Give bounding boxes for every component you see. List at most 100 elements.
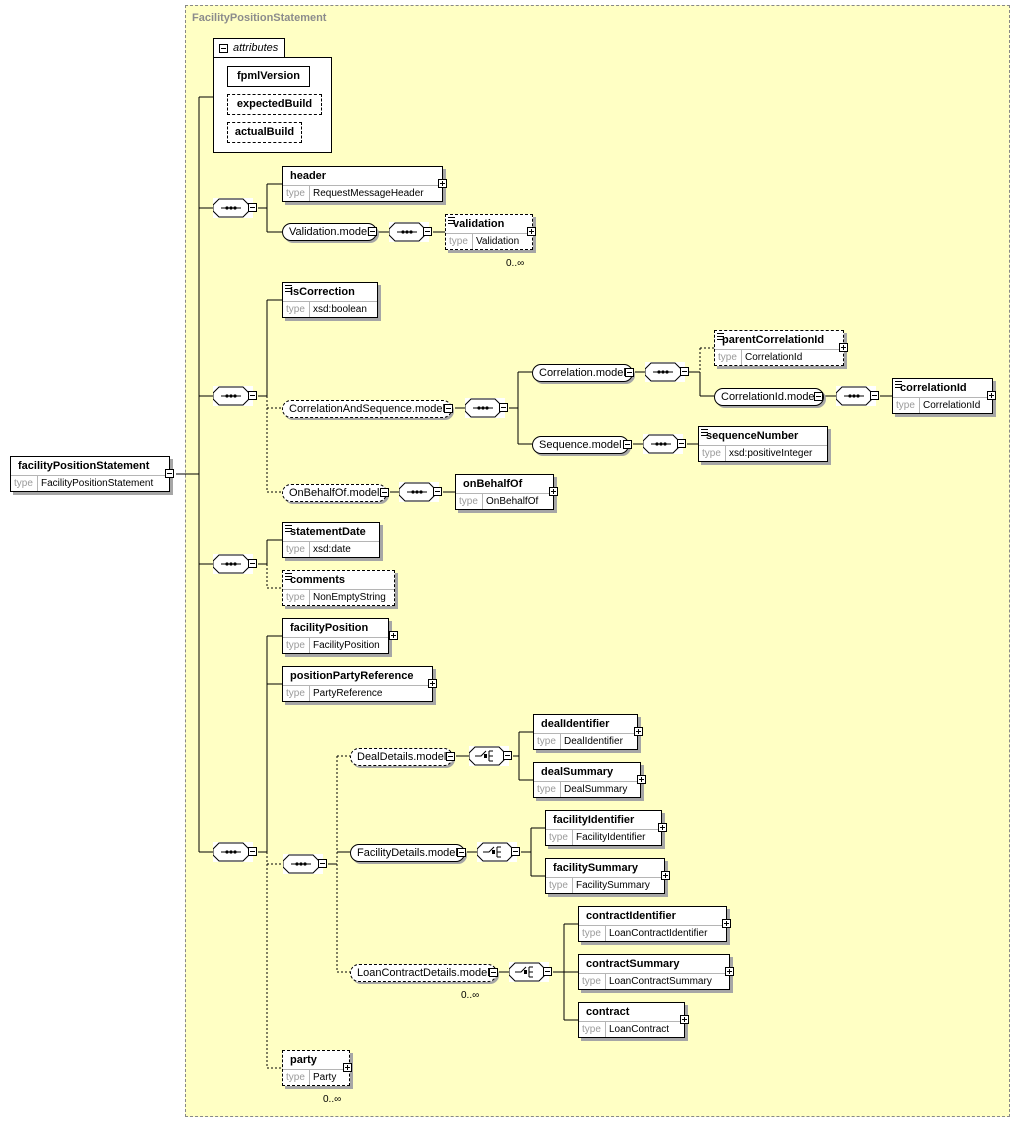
group-loancontractdetails-model[interactable]: LoanContractDetails.model <box>350 964 497 982</box>
choice-icon[interactable] <box>477 842 517 862</box>
expand-icon[interactable] <box>634 727 643 736</box>
expand-icon[interactable] <box>680 1015 689 1024</box>
documentation-icon <box>285 525 292 532</box>
collapse-icon[interactable] <box>446 752 455 761</box>
collapse-icon[interactable] <box>433 487 442 496</box>
attribute-actualbuild[interactable]: actualBuild <box>227 122 302 143</box>
group-sequence-model[interactable]: Sequence.model <box>532 436 629 454</box>
choice-icon[interactable] <box>469 746 509 766</box>
container-title: FacilityPositionStatement <box>192 12 327 24</box>
collapse-icon[interactable] <box>165 469 174 478</box>
documentation-icon <box>701 429 708 436</box>
documentation-icon <box>717 333 724 340</box>
collapse-icon[interactable] <box>457 848 466 857</box>
expand-icon[interactable] <box>658 823 667 832</box>
expand-icon[interactable] <box>527 227 536 236</box>
sequence-compositor[interactable] <box>389 222 429 242</box>
sequence-compositor[interactable] <box>213 386 253 406</box>
attribute-expectedbuild[interactable]: expectedBuild <box>227 94 322 115</box>
collapse-icon[interactable] <box>248 847 257 856</box>
expand-icon[interactable] <box>549 487 558 496</box>
collapse-icon[interactable] <box>423 227 432 236</box>
sequence-compositor[interactable] <box>213 198 253 218</box>
expand-icon[interactable] <box>661 871 670 880</box>
root-element-name: facilityPositionStatement <box>18 460 150 472</box>
collapse-icon[interactable] <box>368 227 377 236</box>
expand-icon[interactable] <box>839 343 848 352</box>
expand-icon[interactable] <box>343 1063 352 1072</box>
attributes-tab: attributes <box>213 38 285 58</box>
collapse-icon[interactable] <box>870 391 879 400</box>
group-validation-model[interactable]: Validation.model <box>282 223 377 241</box>
expand-icon[interactable] <box>428 679 437 688</box>
expand-icon[interactable] <box>438 179 447 188</box>
expand-icon[interactable] <box>987 391 996 400</box>
collapse-icon[interactable] <box>219 44 228 53</box>
choice-icon[interactable] <box>509 962 549 982</box>
multiplicity-label: 0..∞ <box>461 990 480 1001</box>
attributes-title: attributes <box>233 42 279 54</box>
group-correlationid-model[interactable]: CorrelationId.model <box>714 388 824 406</box>
sequence-compositor[interactable] <box>645 362 685 382</box>
expand-icon[interactable] <box>637 775 646 784</box>
collapse-icon[interactable] <box>543 967 552 976</box>
collapse-icon[interactable] <box>623 440 632 449</box>
collapse-icon[interactable] <box>680 367 689 376</box>
collapse-icon[interactable] <box>489 968 498 977</box>
group-facilitydetails-model[interactable]: FacilityDetails.model <box>350 844 465 862</box>
expand-icon[interactable] <box>722 919 731 928</box>
sequence-compositor[interactable] <box>213 554 253 574</box>
choice-compositor[interactable] <box>283 854 323 874</box>
sequence-compositor[interactable] <box>836 386 876 406</box>
sequence-compositor[interactable] <box>465 398 505 418</box>
sequence-compositor[interactable] <box>213 842 253 862</box>
group-onbehalfof-model[interactable]: OnBehalfOf.model <box>282 484 387 502</box>
collapse-icon[interactable] <box>503 751 512 760</box>
attribute-fpmlversion[interactable]: fpmlVersion <box>227 66 310 87</box>
group-dealdetails-model[interactable]: DealDetails.model <box>350 748 454 766</box>
collapse-icon[interactable] <box>380 488 389 497</box>
documentation-icon <box>895 381 902 388</box>
expand-icon[interactable] <box>389 631 398 640</box>
sequence-compositor[interactable] <box>399 482 439 502</box>
expand-icon[interactable] <box>725 967 734 976</box>
collapse-icon[interactable] <box>248 203 257 212</box>
collapse-icon[interactable] <box>511 847 520 856</box>
collapse-icon[interactable] <box>318 859 327 868</box>
documentation-icon <box>448 217 455 224</box>
collapse-icon[interactable] <box>444 404 453 413</box>
collapse-icon[interactable] <box>248 391 257 400</box>
collapse-icon[interactable] <box>814 392 823 401</box>
multiplicity-label: 0..∞ <box>323 1094 342 1105</box>
collapse-icon[interactable] <box>248 559 257 568</box>
group-correlation-model[interactable]: Correlation.model <box>532 364 633 382</box>
type-label: type <box>14 478 33 489</box>
collapse-icon[interactable] <box>499 403 508 412</box>
sequence-compositor[interactable] <box>643 434 683 454</box>
group-correlation-and-sequence-model[interactable]: CorrelationAndSequence.model <box>282 400 452 418</box>
documentation-icon <box>285 285 292 292</box>
collapse-icon[interactable] <box>625 368 634 377</box>
collapse-icon[interactable] <box>677 439 686 448</box>
